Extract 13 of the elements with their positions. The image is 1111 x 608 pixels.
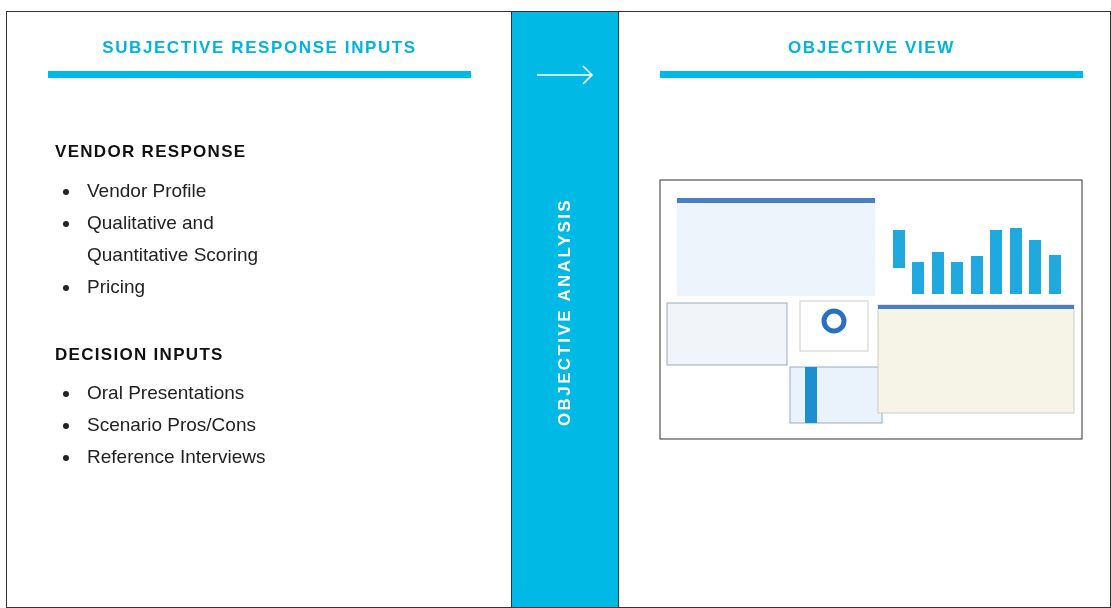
list-item: Vendor Profile — [87, 179, 208, 203]
subheading: VENDOR RESPONSE — [55, 142, 247, 162]
vertical-label: OBJECTIVE ANALYSIS — [555, 198, 575, 426]
section-heading: SUBJECTIVE RESPONSE INPUTS — [101, 38, 418, 58]
list-item: Reference Interviews — [87, 445, 267, 469]
band-panel — [511, 11, 619, 608]
panel — [6, 11, 512, 608]
list-item: Qualitative and Quantitative Scoring — [87, 211, 260, 267]
section-heading: OBJECTIVE VIEW — [787, 38, 956, 58]
list-item: Oral Presentations — [87, 381, 246, 405]
list-item: Pricing — [87, 275, 147, 299]
subheading: DECISION INPUTS — [55, 345, 224, 365]
list-item: Scenario Pros/Cons — [87, 413, 257, 437]
